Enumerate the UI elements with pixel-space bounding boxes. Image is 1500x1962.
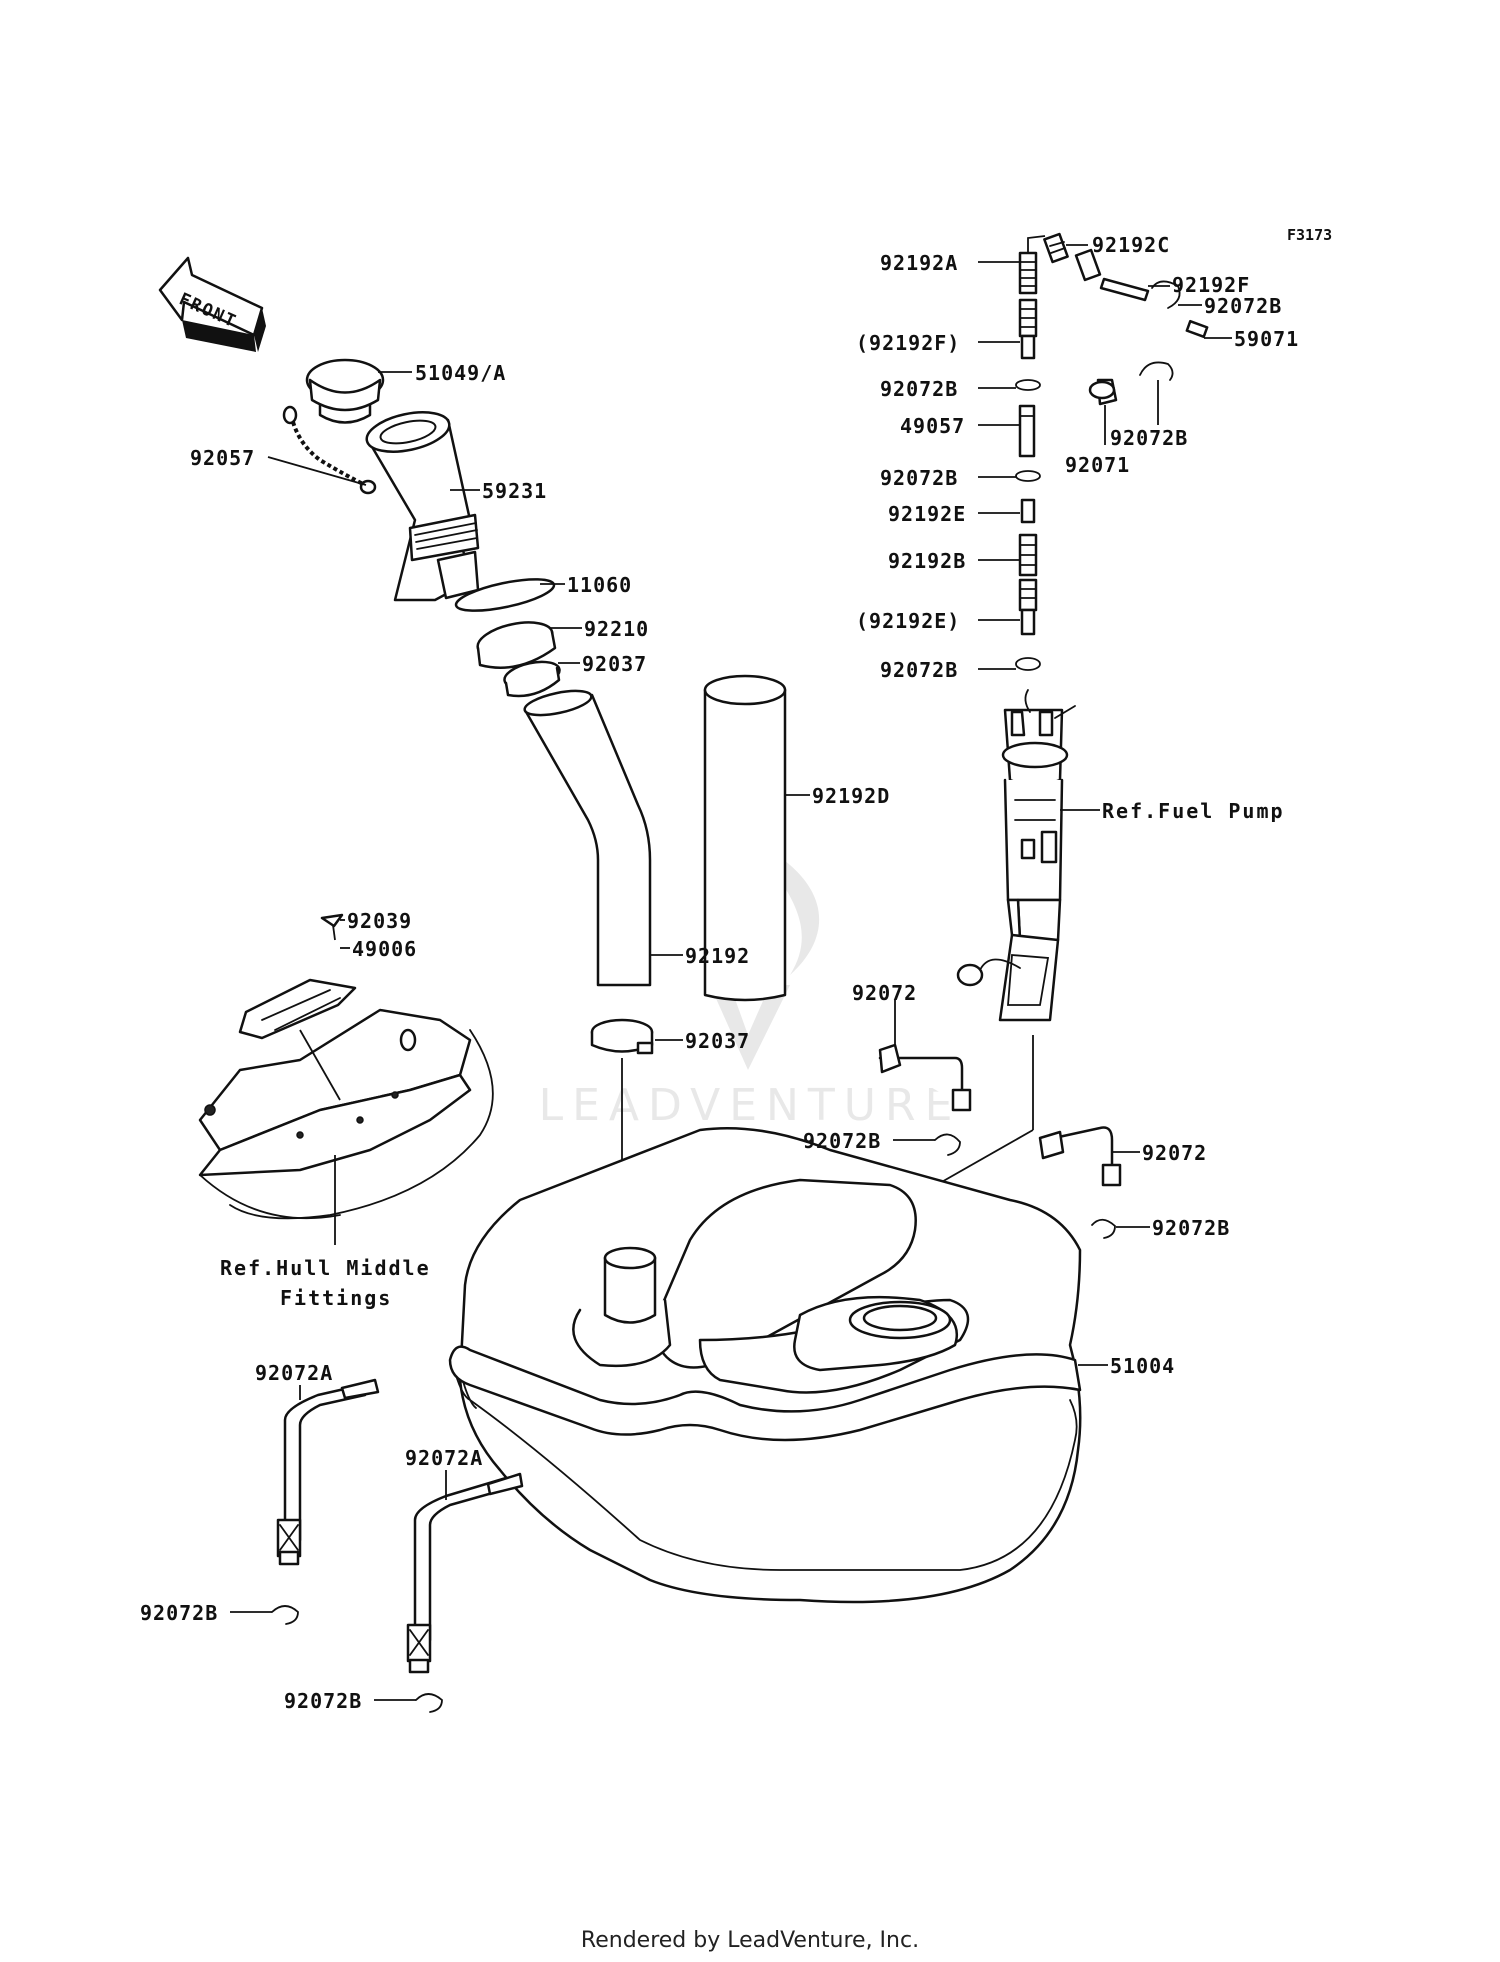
tank-strap-upper-left bbox=[878, 1000, 972, 1112]
hose-clamp-lower bbox=[590, 1018, 654, 1055]
part-label: 92072 bbox=[852, 981, 917, 1005]
part-label: 92192A bbox=[880, 251, 958, 275]
fuel-pump bbox=[909, 689, 1076, 1310]
tank-strap-lower-right bbox=[406, 1470, 524, 1674]
part-label: 92072B bbox=[1204, 294, 1282, 318]
part-label: 92072 bbox=[1142, 1141, 1207, 1165]
hose-clamp-upper bbox=[503, 660, 561, 698]
filler-neck bbox=[365, 411, 480, 602]
clip-strap-b bbox=[1091, 1218, 1116, 1239]
leader-lines bbox=[230, 244, 1232, 1701]
part-label: 92072B bbox=[1152, 1216, 1230, 1240]
lock-nut bbox=[476, 621, 557, 669]
hull-detail bbox=[198, 913, 494, 1245]
part-label: 92037 bbox=[582, 652, 647, 676]
part-label: 59231 bbox=[482, 479, 547, 503]
part-label: 92072B bbox=[284, 1689, 362, 1713]
tank-strap-upper-right bbox=[1038, 1126, 1122, 1187]
part-label: 92039 bbox=[347, 909, 412, 933]
part-label: 92072B bbox=[880, 466, 958, 490]
part-label: 92057 bbox=[190, 446, 255, 470]
tank-strap-lower-left bbox=[276, 1378, 380, 1566]
part-label: 59071 bbox=[1234, 327, 1299, 351]
watermark-text: LEADVENTURE bbox=[539, 1080, 962, 1131]
footer-credit: Rendered by LeadVenture, Inc. bbox=[580, 1928, 920, 1953]
part-label: 92192F bbox=[1172, 273, 1250, 297]
part-label: 92210 bbox=[584, 617, 649, 641]
front-arrow-icon: FRONT bbox=[158, 256, 266, 352]
protective-sleeve bbox=[703, 674, 787, 1002]
figure-code: F3173 bbox=[1287, 226, 1332, 244]
part-label: 51004 bbox=[1110, 1354, 1175, 1378]
part-label: 92072A bbox=[255, 1361, 333, 1385]
part-label: 92071 bbox=[1065, 453, 1130, 477]
part-label: 92072A bbox=[405, 1446, 483, 1470]
clip-strap-a bbox=[934, 1133, 961, 1156]
ref-hull-line2: Fittings bbox=[280, 1286, 392, 1310]
hose-fittings bbox=[1015, 232, 1209, 671]
part-label: 92037 bbox=[685, 1029, 750, 1053]
part-label: 92072B bbox=[1110, 426, 1188, 450]
part-label: 92072B bbox=[880, 658, 958, 682]
fuel-tank bbox=[448, 1127, 1082, 1604]
part-label: 92192B bbox=[888, 549, 966, 573]
clip-lower-left bbox=[271, 1605, 299, 1625]
part-label: (92192F) bbox=[856, 331, 960, 355]
part-label: 49006 bbox=[352, 937, 417, 961]
part-label: 92192E bbox=[888, 502, 966, 526]
part-label: (92192E) bbox=[856, 609, 960, 633]
part-label: 92192C bbox=[1092, 233, 1170, 257]
part-labels: 92192C 92192A 92192F 92072B 59071 (92192… bbox=[140, 233, 1299, 1713]
ref-hull-line1: Ref.Hull Middle bbox=[220, 1256, 431, 1280]
part-label: 92192D bbox=[812, 784, 890, 808]
part-label: 11060 bbox=[567, 573, 632, 597]
part-label: 92072B bbox=[803, 1129, 881, 1153]
part-label: 92072B bbox=[880, 377, 958, 401]
part-label: 92192 bbox=[685, 944, 750, 968]
part-label: 49057 bbox=[900, 414, 965, 438]
clip-lower-right bbox=[415, 1693, 443, 1713]
ref-fuel-pump: Ref.Fuel Pump bbox=[1102, 799, 1285, 823]
part-label: 92072B bbox=[140, 1601, 218, 1625]
filler-hose bbox=[523, 693, 652, 987]
fuel-cap bbox=[305, 358, 385, 424]
part-label: 51049/A bbox=[415, 361, 506, 385]
